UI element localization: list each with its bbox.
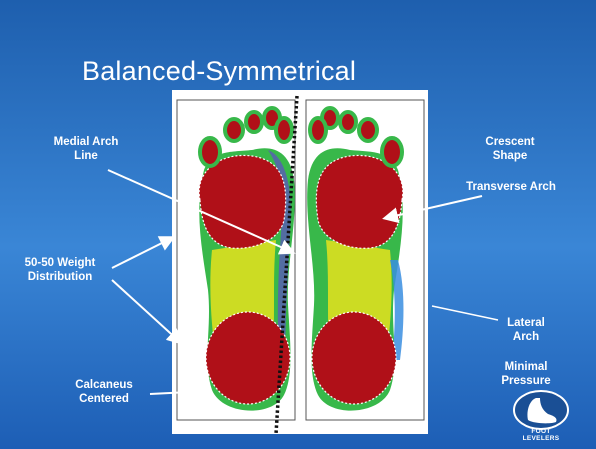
- right-footprint: [306, 100, 424, 420]
- label-calcaneus-centered: Calcaneus Centered: [58, 378, 150, 406]
- logo-text: FOOT LEVELERS: [512, 428, 570, 442]
- label-transverse-arch: Transverse Arch: [466, 180, 556, 194]
- label-weight-distribution: 50-50 Weight Distribution: [6, 256, 114, 284]
- label-minimal-pressure: Minimal Pressure: [486, 360, 566, 388]
- foot-pressure-map: [172, 90, 428, 434]
- label-medial-arch-line: Medial Arch Line: [48, 135, 124, 163]
- label-lateral-arch: Lateral Arch: [494, 316, 558, 344]
- slide-title: Balanced-Symmetrical: [82, 56, 356, 87]
- left-footprint: [177, 100, 295, 420]
- label-crescent-shape: Crescent Shape: [470, 135, 550, 163]
- foot-levelers-logo: FOOT LEVELERS: [512, 390, 570, 442]
- foot-pressure-figure: [172, 90, 428, 434]
